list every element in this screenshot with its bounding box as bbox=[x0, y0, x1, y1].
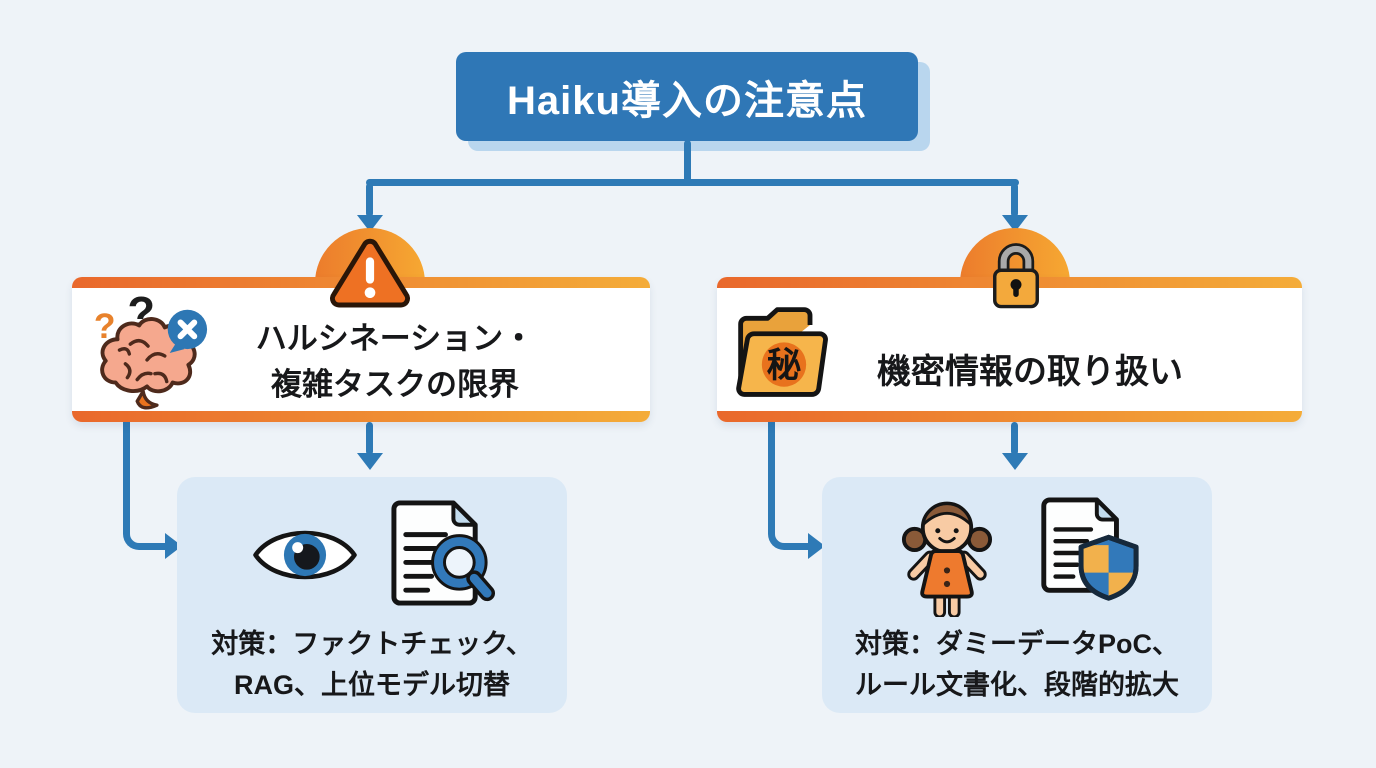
left-card-label-line1: ハルシネーション・ bbox=[255, 321, 535, 356]
arrowhead-left-down-icon bbox=[357, 215, 383, 232]
left-solution-line1: 対策：ファクトチェック、 bbox=[211, 629, 533, 659]
right-solution-line2: ルール文書化、段階的拡大 bbox=[855, 670, 1179, 700]
right-elbow-arrowhead-icon bbox=[808, 533, 825, 559]
left-card-label: ハルシネーション・ 複雑タスクの限界 bbox=[190, 316, 600, 408]
connector-left-stub bbox=[366, 183, 373, 217]
arrowhead-right-down-icon bbox=[1002, 215, 1028, 232]
diagram-title-label: Haiku導入の注意点 bbox=[507, 78, 867, 123]
right-mid-arrowhead-icon bbox=[1002, 453, 1028, 470]
diagram-title: Haiku導入の注意点 bbox=[456, 52, 918, 141]
right-solution-box bbox=[822, 477, 1212, 713]
right-solution-label: 対策：ダミーデータPoC、 ルール文書化、段階的拡大 bbox=[822, 624, 1212, 706]
connector-right-stub bbox=[1011, 183, 1018, 217]
left-mid-arrowhead-icon bbox=[357, 453, 383, 470]
confidential-folder-icon: 秘 bbox=[731, 301, 837, 405]
left-solution-label: 対策：ファクトチェック、 RAG、上位モデル切替 bbox=[177, 624, 567, 706]
left-solution-line2: RAG、上位モデル切替 bbox=[234, 670, 510, 700]
brain-question-mark-orange: ? bbox=[94, 306, 116, 346]
connector-title-vertical bbox=[684, 140, 691, 184]
right-mid-arrow-line bbox=[1011, 422, 1018, 455]
brain-question-icon: ? ? bbox=[86, 291, 214, 415]
right-card-bottom-bar bbox=[717, 411, 1302, 422]
eye-icon bbox=[249, 522, 361, 588]
right-card-label: 機密情報の取り扱い bbox=[830, 344, 1230, 393]
left-card-label-line2: 複雑タスクの限界 bbox=[271, 367, 519, 402]
padlock-icon bbox=[985, 238, 1047, 310]
document-shield-icon bbox=[1032, 494, 1142, 610]
document-magnifier-icon bbox=[384, 497, 498, 609]
connector-branch-horizontal bbox=[366, 179, 1019, 186]
left-mid-arrow-line bbox=[366, 422, 373, 455]
left-solution-box bbox=[177, 477, 567, 713]
doll-icon bbox=[901, 489, 993, 617]
right-elbow-arrow-line bbox=[768, 422, 816, 550]
folder-secret-stamp: 秘 bbox=[767, 346, 802, 385]
left-elbow-arrow-line bbox=[123, 422, 173, 550]
warning-triangle-icon bbox=[329, 235, 411, 311]
right-solution-line1: 対策：ダミーデータPoC、 bbox=[855, 629, 1179, 659]
left-card-bottom-bar bbox=[72, 411, 650, 422]
right-card-label-line1: 機密情報の取り扱い bbox=[877, 353, 1183, 391]
